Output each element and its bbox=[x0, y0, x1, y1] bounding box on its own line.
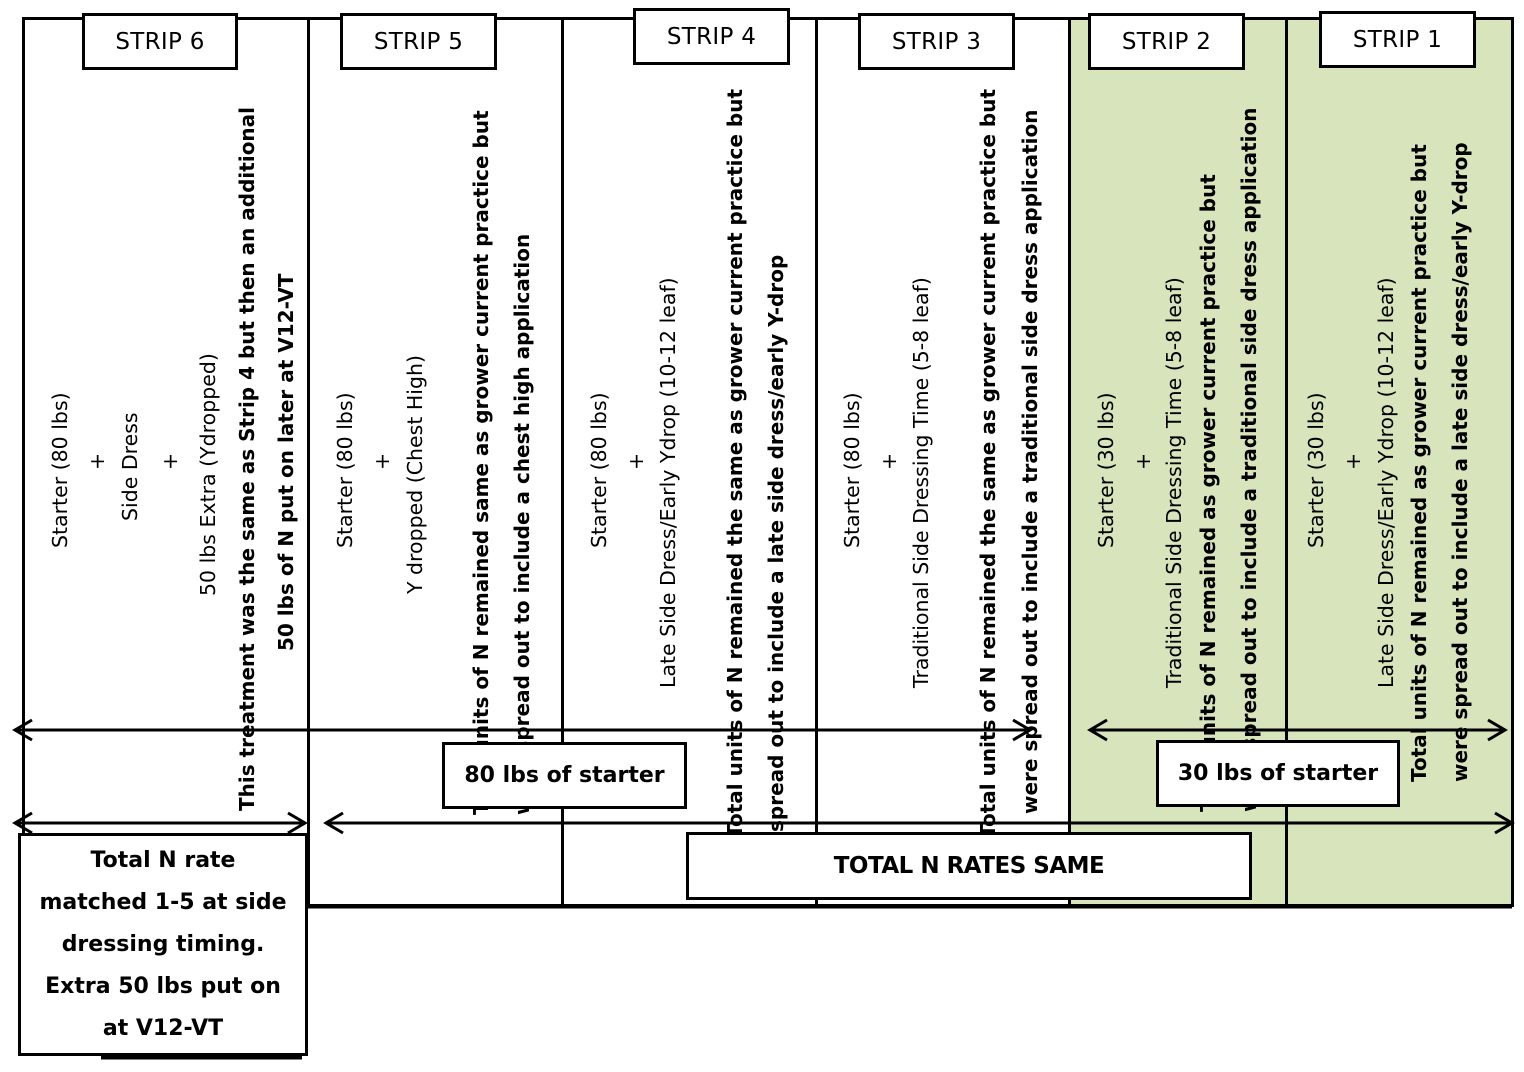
strip-5-desc-2: were spread out to include a chest high … bbox=[510, 233, 534, 815]
strip-6-line-4: + bbox=[158, 452, 182, 470]
strip-5-line-3: Y dropped (Chest High) bbox=[403, 354, 427, 594]
strip-6-desc-1: This treatment was the same as Strip 4 b… bbox=[235, 106, 259, 811]
strip-1-desc-1: Total units of N remained as grower curr… bbox=[1407, 144, 1431, 782]
strip-3-title: STRIP 3 bbox=[858, 13, 1015, 70]
strip-4-desc-1: Total units of N remained the same as gr… bbox=[723, 88, 747, 838]
strip-4-line-3: Late Side Dress/Early Ydrop (10-12 leaf) bbox=[656, 277, 680, 688]
strip-3-line-2: + bbox=[877, 452, 901, 470]
strip-4-desc-2: spread out to include a late side dress/… bbox=[764, 254, 788, 832]
strip-3-desc-1: Total units of N remained the same as gr… bbox=[976, 88, 1000, 838]
strip-4-line-2: + bbox=[624, 452, 648, 470]
strip-2-line-1: Starter (30 lbs) bbox=[1094, 392, 1118, 548]
strip-4-title: STRIP 4 bbox=[633, 8, 790, 65]
note-line: dressing timing. bbox=[61, 931, 265, 957]
strip-5-title: STRIP 5 bbox=[340, 13, 497, 70]
strip-5-line-2: + bbox=[370, 452, 394, 470]
strip-1-title: STRIP 1 bbox=[1319, 11, 1476, 68]
strip-3-line-3: Traditional Side Dressing Time (5-8 leaf… bbox=[909, 277, 933, 688]
starter-80-callout: 80 lbs of starter bbox=[442, 742, 687, 809]
strip-5-line-1: Starter (80 lbs) bbox=[333, 392, 357, 548]
strip-2-line-2: + bbox=[1131, 452, 1155, 470]
strip-2-title: STRIP 2 bbox=[1088, 13, 1245, 70]
starter-30-text: 30 lbs of starter bbox=[1177, 761, 1379, 786]
strip-6-desc-2: 50 lbs of N put on later at V12-VT bbox=[274, 273, 298, 651]
starter-30-callout: 30 lbs of starter bbox=[1156, 740, 1400, 807]
total-n-same-text: TOTAL N RATES SAME bbox=[833, 853, 1105, 879]
strip-3-line-1: Starter (80 lbs) bbox=[840, 392, 864, 548]
strip-6-line-1: Starter (80 lbs) bbox=[48, 392, 72, 548]
strip-2-line-3: Traditional Side Dressing Time (5-8 leaf… bbox=[1162, 277, 1186, 688]
note-line: at V12-VT bbox=[102, 1015, 224, 1041]
note-line: Total N rate bbox=[90, 847, 236, 873]
strip-1-line-1: Starter (30 lbs) bbox=[1304, 392, 1328, 548]
strip-1-line-3: Late Side Dress/Early Ydrop (10-12 leaf) bbox=[1374, 277, 1398, 688]
strip-5-desc-1: Total units of N remained same as grower… bbox=[469, 110, 493, 815]
strip-1-line-2: + bbox=[1341, 452, 1365, 470]
strip-3-desc-2: were spread out to include a traditional… bbox=[1018, 109, 1042, 814]
note-line: Extra 50 lbs put on bbox=[45, 973, 281, 999]
starter-80-text: 80 lbs of starter bbox=[464, 763, 665, 788]
strip6-note-callout: Total N rate matched 1-5 at side dressin… bbox=[18, 833, 308, 1056]
strip-6-line-2: + bbox=[85, 452, 109, 470]
strip-4-line-1: Starter (80 lbs) bbox=[587, 392, 611, 548]
note-line: matched 1-5 at side bbox=[39, 889, 287, 915]
strip-6-title: STRIP 6 bbox=[82, 13, 238, 70]
strip-1-desc-2: were spread out to include a late side d… bbox=[1448, 142, 1472, 782]
strip-2-desc-1: Total units of N remained as grower curr… bbox=[1196, 174, 1220, 812]
strip-2-desc-2: were spread out to include a traditional… bbox=[1237, 107, 1261, 812]
strip-6-line-5: 50 lbs Extra (Ydropped) bbox=[196, 353, 220, 596]
total-n-same-callout: TOTAL N RATES SAME bbox=[686, 832, 1252, 900]
strip-6-line-3: Side Dress bbox=[118, 412, 142, 521]
